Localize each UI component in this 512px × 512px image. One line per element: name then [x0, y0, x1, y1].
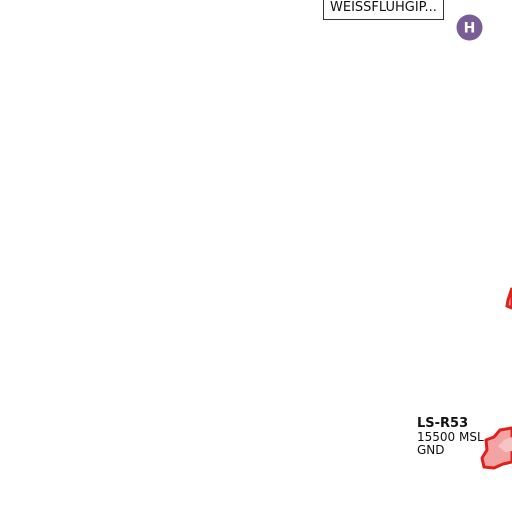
- restricted-area-ls-r53[interactable]: [480, 426, 512, 470]
- airspace-lower-limit: GND: [417, 443, 445, 457]
- place-label-weissfluhgipfel[interactable]: WEISSFLUHGIP...: [323, 0, 444, 20]
- heliport-letter: H: [464, 21, 476, 37]
- heliport-marker[interactable]: H: [456, 14, 483, 41]
- heliport-icon: H: [456, 14, 483, 41]
- airspace-upper-limit: 15500 MSL: [417, 430, 484, 444]
- restricted-area-inner-shade: [498, 437, 512, 452]
- airspace-label-ls-r53: LS-R53 15500 MSL GND: [417, 416, 484, 457]
- airspace-name: LS-R53: [417, 416, 469, 431]
- restricted-area-edge[interactable]: [505, 287, 512, 310]
